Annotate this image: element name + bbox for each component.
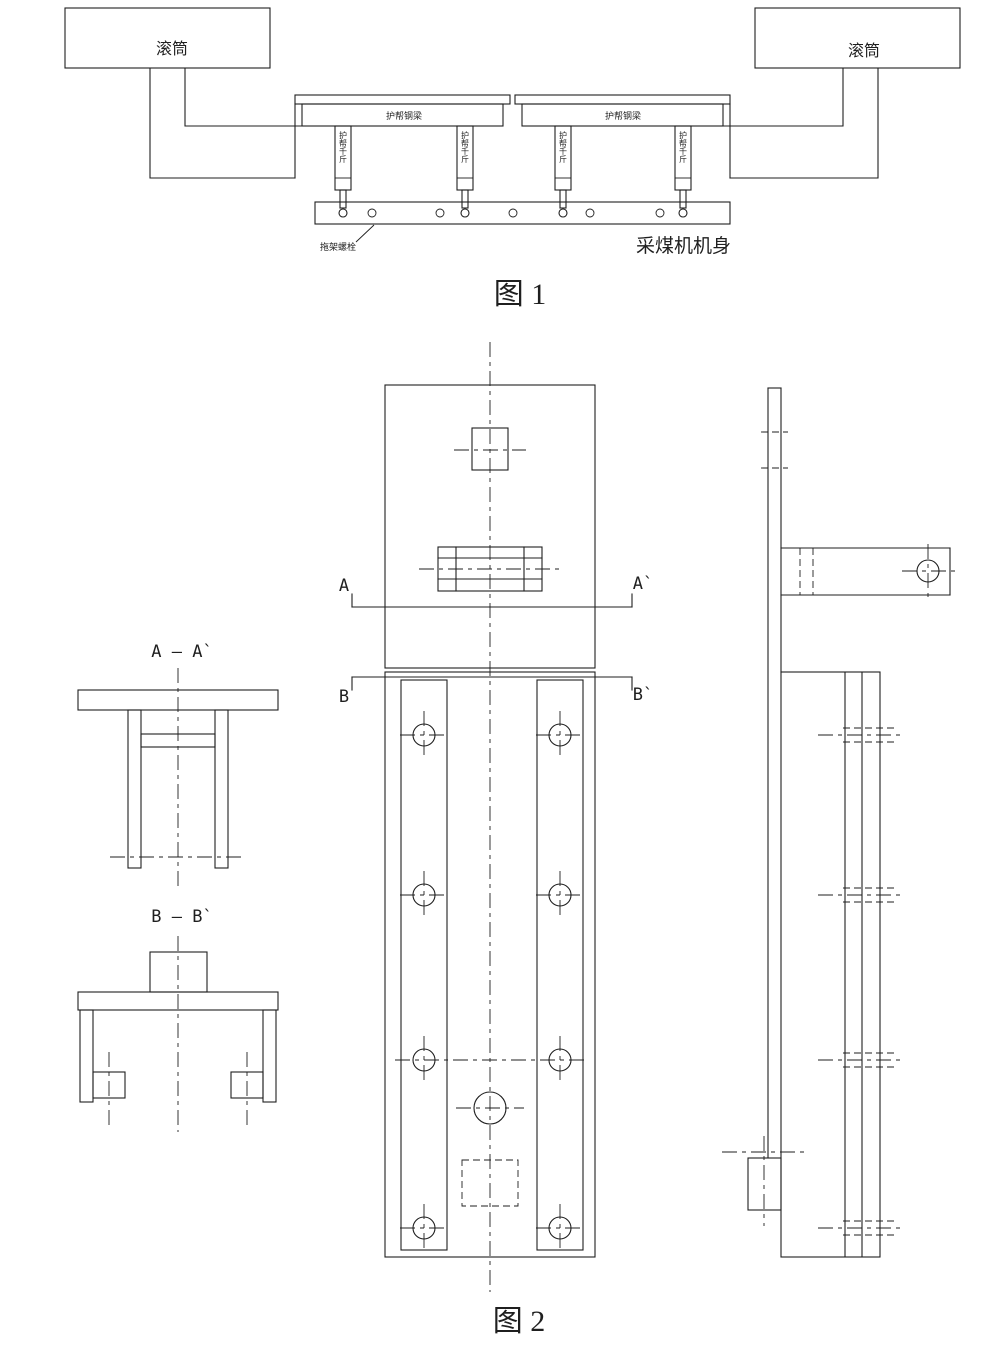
machine-body-label: 采煤机机身 bbox=[636, 235, 731, 257]
figure-1: 滚筒 滚筒 护帮钢梁 护帮钢梁 bbox=[64, 7, 961, 311]
right-beam-label: 护帮钢梁 bbox=[605, 110, 641, 121]
aa-top-plate bbox=[77, 689, 279, 711]
jack-1-label: 护帮千斤 bbox=[339, 130, 348, 164]
jack-2: 护帮千斤 bbox=[456, 125, 474, 218]
side-hidden-hole-row-4 bbox=[818, 1220, 903, 1236]
left-protection-beam: 护帮钢梁 bbox=[294, 94, 511, 127]
right-drum: 滚筒 bbox=[754, 7, 961, 69]
right-drum-box bbox=[754, 7, 961, 69]
top-square-hole bbox=[471, 427, 509, 471]
side-hidden-hole-row-1 bbox=[818, 727, 903, 743]
left-drum-box bbox=[64, 7, 271, 69]
bb-plate bbox=[77, 991, 279, 1011]
figure-2: A A` B B` bbox=[77, 342, 956, 1338]
section-line-b: B B` bbox=[339, 676, 653, 707]
center-hole bbox=[456, 1091, 524, 1125]
right-protection-beam: 护帮钢梁 bbox=[514, 94, 731, 127]
section-aa-view: A — A` bbox=[77, 642, 279, 888]
left-beam-plate bbox=[294, 94, 511, 105]
side-view bbox=[722, 387, 956, 1258]
side-bottom-bracket bbox=[722, 1136, 806, 1226]
section-bb-view: B — B` bbox=[77, 907, 279, 1132]
left-beam-body bbox=[301, 103, 504, 127]
aa-left-leg bbox=[127, 709, 142, 869]
jack-4: 护帮千斤 bbox=[674, 125, 692, 218]
drum-connector-lines bbox=[149, 67, 879, 179]
side-bracket-arm bbox=[780, 544, 956, 599]
left-rail bbox=[400, 679, 448, 1251]
jack-3-label: 护帮千斤 bbox=[559, 130, 568, 164]
side-hidden-hole-row-3 bbox=[818, 1052, 903, 1068]
figure1-caption: 图 1 bbox=[494, 278, 547, 311]
jack-1: 护帮千斤 bbox=[334, 125, 352, 218]
jack-3: 护帮千斤 bbox=[554, 125, 572, 218]
marker-a: A bbox=[339, 576, 349, 596]
hidden-pocket bbox=[461, 1159, 519, 1207]
bb-left-wall bbox=[79, 1009, 94, 1103]
figure2-caption: 图 2 bbox=[493, 1305, 546, 1338]
aa-right-leg bbox=[214, 709, 229, 869]
bolt-hole-row-1 bbox=[400, 711, 584, 759]
front-view-lower bbox=[384, 671, 596, 1258]
jack-2-label: 护帮千斤 bbox=[461, 130, 470, 164]
section-line-a: A A` bbox=[339, 574, 653, 608]
aa-crossbar bbox=[140, 733, 216, 748]
bolt-hole-row-2 bbox=[400, 871, 584, 919]
bb-right-wall bbox=[262, 1009, 277, 1103]
front-view-upper-outline bbox=[384, 384, 596, 669]
left-beam-label: 护帮钢梁 bbox=[386, 110, 422, 121]
marker-b: B bbox=[339, 687, 349, 707]
left-drum-label: 滚筒 bbox=[156, 40, 188, 58]
right-beam-body bbox=[521, 103, 724, 127]
bb-top-boss bbox=[149, 951, 208, 993]
side-hidden-hole-row-2 bbox=[818, 887, 903, 903]
left-drum: 滚筒 bbox=[64, 7, 271, 69]
front-view-upper bbox=[384, 384, 596, 669]
bolt-hole-row-3 bbox=[395, 1036, 588, 1084]
right-beam-plate bbox=[514, 94, 731, 105]
bolt-hole-row-4 bbox=[400, 1204, 584, 1252]
side-body-outline bbox=[780, 671, 881, 1258]
machine-body-bar bbox=[314, 201, 731, 225]
section-bb-title: B — B` bbox=[151, 907, 212, 927]
front-view-lower-outline bbox=[384, 671, 596, 1258]
jack-4-label: 护帮千斤 bbox=[679, 130, 688, 164]
right-drum-label: 滚筒 bbox=[848, 42, 880, 60]
bolt-label: 拖架螺栓 bbox=[320, 241, 356, 252]
right-rail bbox=[536, 679, 584, 1251]
bolt-callout: 拖架螺栓 bbox=[320, 224, 375, 252]
slot-boss bbox=[419, 546, 561, 592]
marker-b-prime: B` bbox=[633, 685, 653, 705]
section-aa-title: A — A` bbox=[151, 642, 212, 662]
marker-a-prime: A` bbox=[633, 574, 653, 594]
